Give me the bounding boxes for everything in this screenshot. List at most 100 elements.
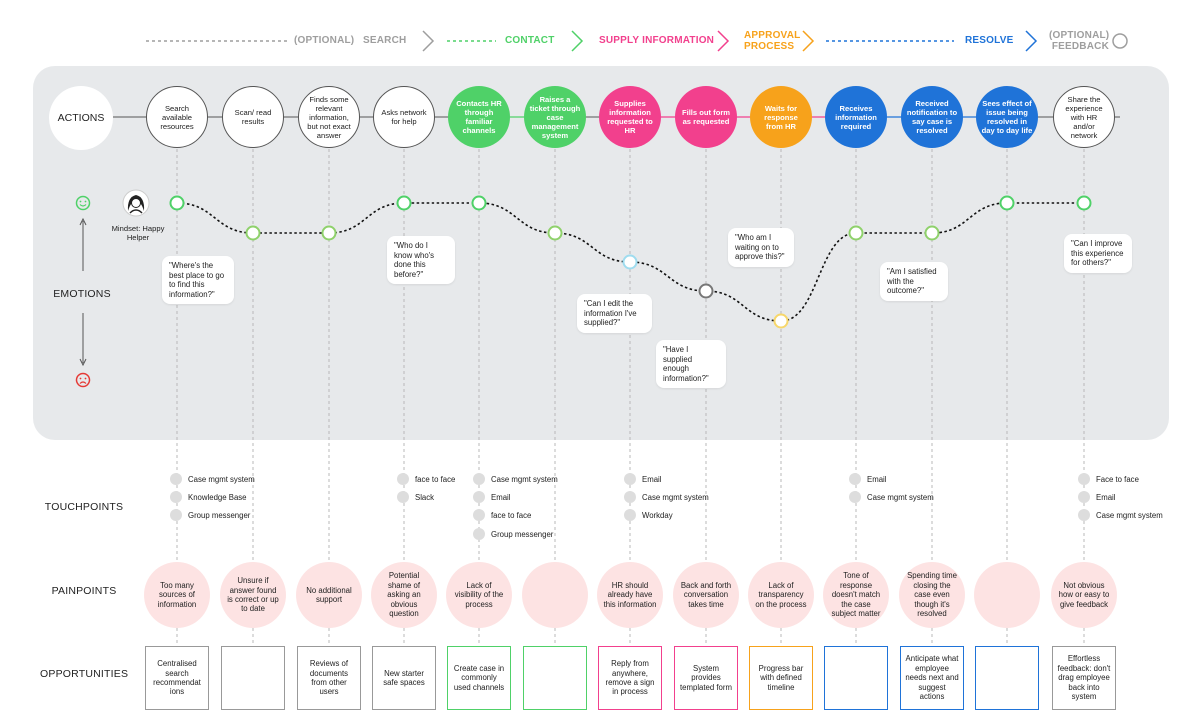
quote-bubble: "Where's the best place to go to find th… [162,256,234,305]
touchpoint-item: Email [1078,491,1116,503]
opportunity: Anticipate what employee needs next and … [900,646,964,710]
phase-optional: (OPTIONAL) [294,35,355,46]
action-step: Asks network for help [373,86,435,148]
action-step: Supplies information requested to HR [599,86,661,148]
phase-header [146,30,1128,52]
emotion-point [547,225,563,241]
painpoint: No additional support [296,562,362,628]
emotion-point [698,283,714,299]
opportunity: Create case in commonly used channels [447,646,511,710]
quote-bubble: "Can I improve this experience for other… [1064,234,1132,273]
touchpoint-item: Email [473,491,511,503]
action-step: Scan/ read results [222,86,284,148]
action-step: Receives information required [825,86,887,148]
row-label-actions: ACTIONS [49,86,113,150]
row-label-opportunities: OPPORTUNITIES [40,668,129,680]
painpoint: Too many sources of information [144,562,210,628]
touchpoint-item: face to face [473,509,531,521]
opportunity [523,646,587,710]
action-step: Waits for response from HR [750,86,812,148]
chevron-right-icon [571,30,584,52]
touchpoint-item: Group messenger [473,528,553,540]
chevron-right-icon [422,30,435,52]
row-label-painpoints: PAINPOINTS [51,585,117,597]
opportunity: Reviews of documents from other users [297,646,361,710]
touchpoint-item: Workday [624,509,673,521]
emotion-point [1076,195,1092,211]
quote-bubble: "Am I satisfied with the outcome?" [880,262,948,301]
emotion-point [999,195,1015,211]
painpoint [974,562,1040,628]
persona-mindset: Mindset: Happy Helper [111,224,165,242]
emotion-point [471,195,487,211]
action-step: Raises a ticket through case management … [524,86,586,148]
painpoint: Spending time closing the case even thou… [899,562,965,628]
action-step: Search available resources [146,86,208,148]
quote-bubble: "Who do I know who's done this before?" [387,236,455,285]
touchpoint-item: Group messenger [170,509,250,521]
action-step: Finds some relevant information, but not… [298,86,360,148]
touchpoint-item: Email [849,473,887,485]
end-circle-icon [1112,33,1128,49]
touchpoint-item: Email [624,473,662,485]
opportunity: Progress bar with defined timeline [749,646,813,710]
emotion-point [622,254,638,270]
action-step: Fills out form as requested [675,86,737,148]
phase-feedback: (OPTIONAL) FEEDBACK [1049,30,1110,52]
phase-contact: CONTACT [505,35,555,46]
emotion-point [924,225,940,241]
opportunity: Centralised search recommendat ions [145,646,209,710]
row-label-emotions: EMOTIONS [53,288,111,300]
opportunity [975,646,1039,710]
chevron-right-icon [1025,30,1038,52]
emotion-scale [75,195,91,388]
painpoint: Unsure if answer found is correct or up … [220,562,286,628]
chevron-right-icon [802,30,815,52]
action-step: Share the experience with HR and/or netw… [1053,86,1115,148]
opportunity: Effortless feedback: don't drag employee… [1052,646,1116,710]
emotion-point [321,225,337,241]
chevron-right-icon [717,30,730,52]
painpoint [522,562,588,628]
action-step: Sees effect of issue being resolved in d… [976,86,1038,148]
opportunity [824,646,888,710]
happy-face-icon [75,195,91,211]
touchpoint-item: Case mgmt system [849,491,934,503]
painpoint: Not obvious how or easy to give feedback [1051,562,1117,628]
quote-bubble: "Can I edit the information I've supplie… [577,294,652,333]
quote-bubble: "Who am I waiting on to approve this?" [728,228,794,267]
touchpoint-item: Case mgmt system [170,473,255,485]
sad-face-icon [75,372,91,388]
touchpoint-item: Knowledge Base [170,491,247,503]
phase-resolve: RESOLVE [965,35,1014,46]
phase-supply-information: SUPPLY INFORMATION [599,35,715,46]
touchpoint-item: Case mgmt system [624,491,709,503]
row-label-touchpoints: TOUCHPOINTS [44,501,124,513]
painpoint: Lack of transparency on the process [748,562,814,628]
action-step: Contacts HR through familiar channels [448,86,510,148]
emotion-point [848,225,864,241]
opportunity: Reply from anywhere, remove a sign in pr… [598,646,662,710]
emotion-point [773,313,789,329]
opportunity: System provides templated form [674,646,738,710]
phase-search: SEARCH [363,35,407,46]
painpoint: Tone of response doesn't match the case … [823,562,889,628]
touchpoint-item: Case mgmt system [1078,509,1163,521]
emotion-point [396,195,412,211]
opportunity: New starter safe spaces [372,646,436,710]
persona-avatar [122,189,150,217]
painpoint: HR should already have this information [597,562,663,628]
painpoint: Lack of visibility of the process [446,562,512,628]
emotion-point [169,195,185,211]
painpoint: Potential shame of asking an obvious que… [371,562,437,628]
painpoint: Back and forth conversation takes time [673,562,739,628]
phase-approval-process: APPROVAL PROCESS [744,30,801,52]
quote-bubble: "Have I supplied enough information?" [656,340,726,389]
touchpoint-item: Case mgmt system [473,473,558,485]
touchpoint-item: face to face [397,473,455,485]
action-step: Received notification to say case is res… [901,86,963,148]
touchpoint-item: Slack [397,491,434,503]
touchpoint-item: Face to face [1078,473,1139,485]
emotion-point [245,225,261,241]
opportunity [221,646,285,710]
